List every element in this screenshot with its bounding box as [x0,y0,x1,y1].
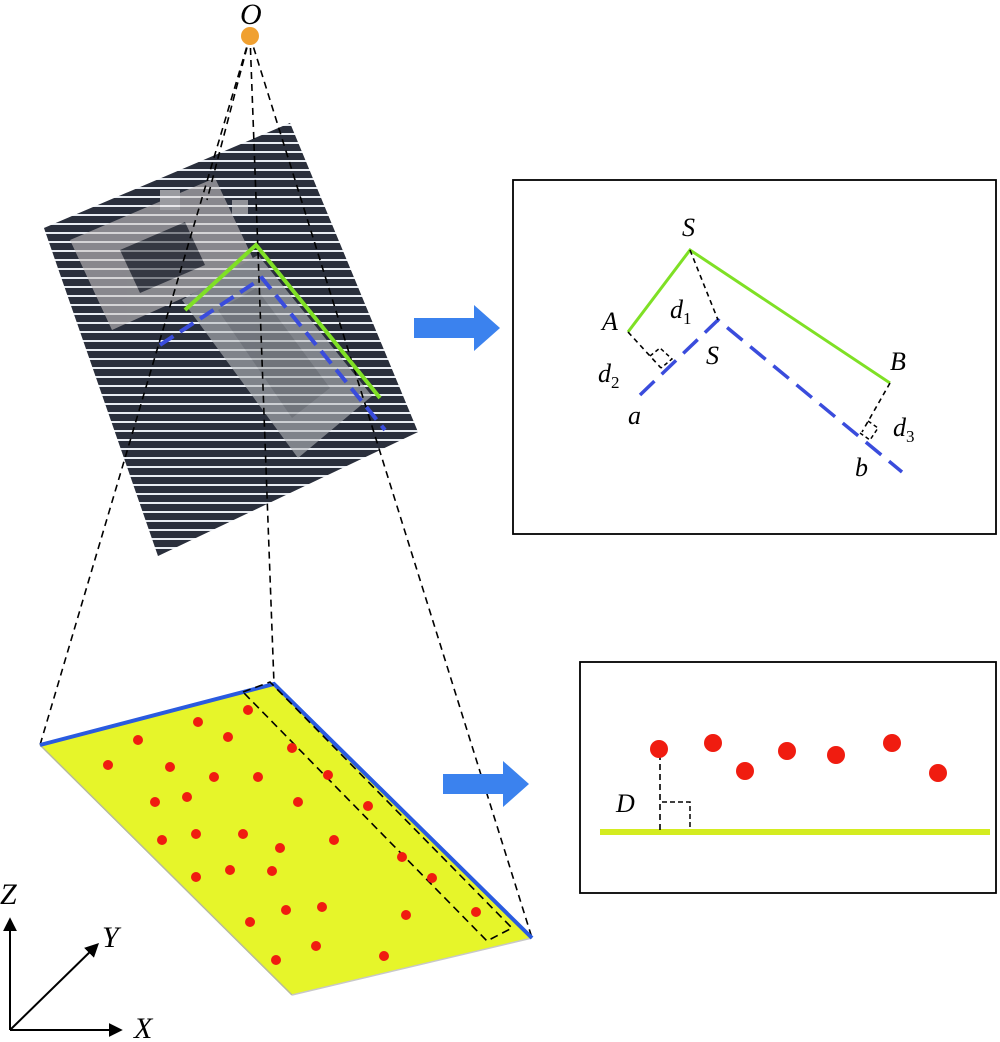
selection-dashed-box [241,681,514,942]
plane-point [363,801,373,811]
plane-point [267,866,277,876]
plane-points [103,705,481,965]
label-D: D [615,789,635,818]
profile-point [929,764,947,782]
label-S-bottom: S [706,341,719,370]
image-green-edge [183,242,382,400]
projection-lines [39,35,533,939]
y-axis [9,943,100,1031]
d3-dashed [861,382,891,433]
profile-points [650,734,947,782]
plane-point [193,717,203,727]
label-a: a [628,401,641,430]
plane-point [209,772,219,782]
lower-box-frame [579,661,997,894]
plane-point [191,829,201,839]
plane-point [253,772,263,782]
plane-point [323,770,333,780]
plane-point [317,902,327,912]
profile-point [883,734,901,752]
upper-detail-box: S S A B a b d1 d2 d3 [512,179,997,535]
plane-point [397,852,407,862]
profile-point [704,734,722,752]
label-b: b [855,453,868,482]
ray-1 [39,35,251,746]
plane-point [238,829,248,839]
plane-edge-blue [39,681,534,940]
coordinate-axes [2,917,123,1037]
plane-point [293,797,303,807]
plane-edge-bottom [39,744,293,996]
ray-2 [249,35,275,685]
right-arrow-icon-upper [414,305,500,351]
lower-detail-box: D [579,661,997,894]
label-A: A [600,307,618,336]
label-B: B [890,347,906,376]
label-d2: d2 [598,359,620,392]
plane-point [401,910,411,920]
plane-point [329,835,339,845]
label-d1: d1 [670,295,692,328]
ray-3 [249,35,533,939]
plane-point [165,762,175,772]
origin-label: O [240,0,262,31]
right-angle-D [662,801,691,830]
plane-point [133,735,143,745]
plane-point [287,743,297,753]
plane-point [223,732,233,742]
axis-label-z: Z [0,878,17,911]
d1-dashed [689,249,719,321]
plane-point [281,905,291,915]
plane-point [271,955,281,965]
profile-point [778,742,796,760]
plane-point [157,835,167,845]
plane-point [182,792,192,802]
plane-point [191,872,201,882]
plane-point [243,705,253,715]
right-arrow-icon-lower [443,761,529,807]
plane-point [275,843,285,853]
upper-box-frame [512,179,997,535]
plane-point [311,941,321,951]
plane-point [379,951,389,961]
plane-point [103,760,113,770]
label-d3: d3 [893,413,915,446]
right-angle-d2 [649,347,674,369]
aerial-image [44,123,418,556]
plane-edge-near [291,937,533,996]
profile-point [827,746,845,764]
plane-point [427,873,437,883]
plane-point [245,917,255,927]
profile-point [736,762,754,780]
plane-point [225,865,235,875]
axis-label-y: Y [102,921,122,954]
plane-point [150,797,160,807]
ray-4 [206,35,251,201]
axis-label-x: X [133,1012,154,1042]
ground-plane [39,681,534,996]
label-S-top: S [682,213,695,242]
plane-point [471,907,481,917]
d2-dashed [627,331,662,369]
image-blue-dashed-edge [158,275,387,432]
origin-point [241,27,259,45]
profile-point [650,740,668,758]
